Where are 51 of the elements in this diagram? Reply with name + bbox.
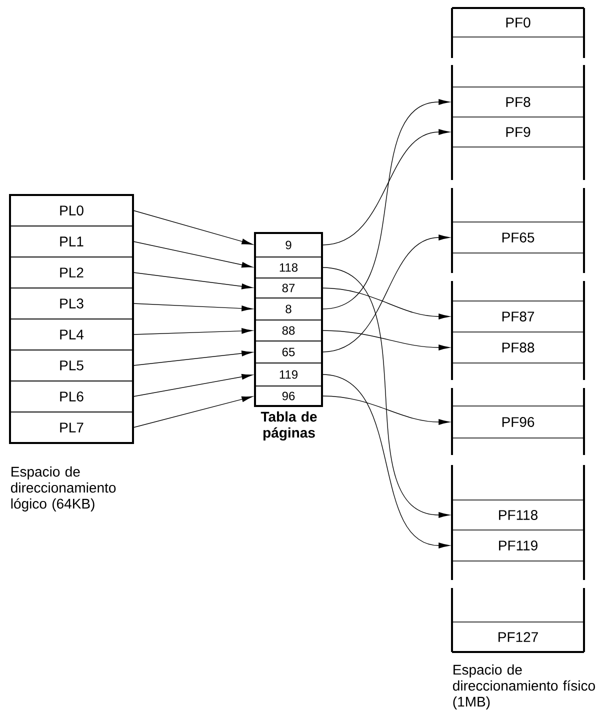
logical-page-row: PL7 — [10, 412, 134, 444]
logical-page-row: PL1 — [10, 226, 134, 258]
frame-row: PF88 — [452, 332, 584, 363]
page-table-entry: 9 — [254, 232, 322, 258]
arrow — [133, 303, 253, 312]
frame-row: PF127 — [452, 622, 584, 652]
arrow — [133, 328, 253, 335]
frame-row: PF65 — [452, 222, 584, 253]
empty-frame-row — [452, 253, 584, 301]
logical-page-row: PL2 — [10, 256, 134, 288]
arrow — [322, 129, 450, 246]
page-table-entry: 65 — [254, 340, 322, 364]
logical-page-row: PL6 — [10, 380, 134, 412]
empty-frame-row — [452, 37, 584, 87]
frame-row: PF96 — [452, 406, 584, 438]
page-table-entry: 87 — [254, 278, 322, 298]
empty-frame-row — [452, 147, 584, 222]
empty-frame-row — [452, 561, 584, 622]
frame-row: PF118 — [452, 500, 584, 530]
memory-caption: Espacio de direccionamiento físico (1MB) — [452, 664, 595, 710]
frame-row: PF9 — [452, 117, 584, 147]
empty-frame-row — [452, 438, 584, 500]
arrow — [322, 234, 450, 352]
page-table-entry: 118 — [254, 256, 322, 278]
arrow — [133, 350, 253, 366]
arrow — [322, 396, 450, 425]
arrow — [133, 374, 253, 397]
page-table-entry: 96 — [254, 386, 322, 406]
logical-page-row: PL5 — [10, 350, 134, 382]
frame-row: PF8 — [452, 87, 584, 117]
arrow — [322, 267, 450, 518]
arrow — [133, 272, 253, 290]
arrow — [322, 99, 450, 310]
arrow — [322, 330, 450, 350]
page-table-entry: 119 — [254, 362, 322, 386]
frame-row: PF119 — [452, 530, 584, 561]
page-table-entry: 88 — [254, 320, 322, 342]
logical-page-row: PL0 — [10, 194, 134, 226]
arrow — [133, 241, 253, 268]
frame-row: PF87 — [452, 301, 584, 332]
arrow — [133, 210, 253, 245]
frame-row: PF0 — [452, 8, 584, 37]
arrow — [322, 374, 450, 548]
memory-caption: Espacio de direccionamiento lógico (64KB) — [10, 466, 116, 512]
arrow — [133, 396, 253, 428]
logical-page-row: PL3 — [10, 288, 134, 320]
page-table-entry: 8 — [254, 298, 322, 320]
logical-page-row: PL4 — [10, 318, 134, 350]
arrow — [322, 288, 450, 320]
empty-frame-row — [452, 363, 584, 406]
table-caption: Tabla de páginas — [260, 411, 317, 440]
